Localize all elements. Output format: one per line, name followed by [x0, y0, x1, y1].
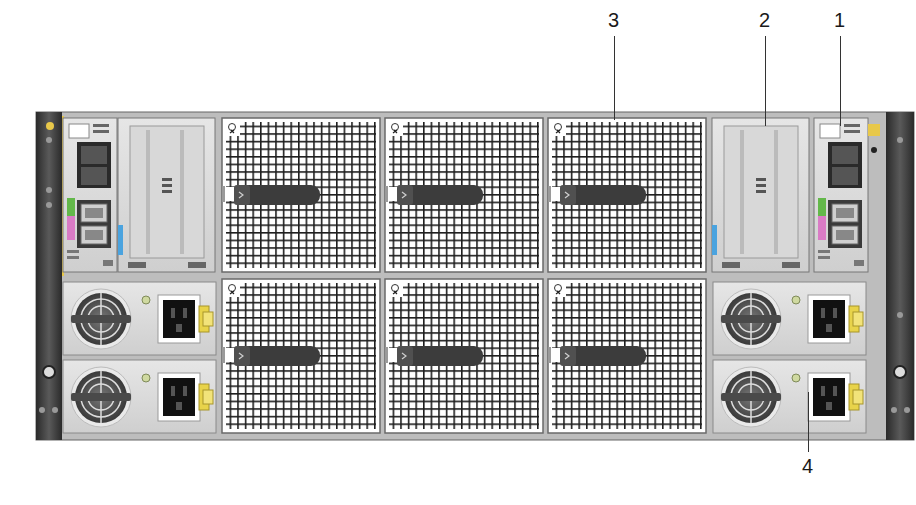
illustration-part	[548, 118, 706, 272]
module-right	[712, 118, 809, 272]
illustration-part	[713, 282, 866, 355]
illustration-part	[46, 137, 52, 143]
illustration-part	[891, 407, 897, 413]
illustration-part	[222, 118, 380, 272]
illustration-part	[894, 366, 906, 378]
callout-number: 1	[833, 10, 846, 30]
illustration-part	[897, 312, 903, 318]
illustration-part	[712, 118, 809, 272]
callout-number: 2	[758, 10, 771, 30]
illustration-part	[897, 137, 903, 143]
illustration-part	[713, 360, 866, 433]
illustration-part	[904, 407, 910, 413]
illustration-part	[63, 282, 216, 355]
illustration-part	[868, 124, 880, 136]
illustration-part	[886, 112, 914, 440]
chassis	[36, 112, 914, 440]
illustration-part	[712, 225, 717, 255]
leader-lines	[615, 36, 841, 452]
controller-right	[814, 118, 880, 272]
illustration-part	[36, 112, 914, 440]
controller-left	[63, 118, 117, 272]
illustration-part	[46, 187, 52, 193]
illustration-part	[39, 407, 45, 413]
illustration-part	[385, 279, 543, 433]
illustration-part	[52, 407, 58, 413]
illustration-part	[46, 122, 54, 130]
illustration-part	[43, 366, 55, 378]
illustration-part	[63, 118, 117, 272]
illustration-part	[63, 360, 216, 433]
callout-number: 4	[801, 456, 814, 476]
illustration-part	[36, 112, 62, 440]
illustration-part	[871, 147, 877, 153]
power-supplies	[63, 282, 866, 433]
illustration-part	[118, 118, 215, 272]
illustration-part	[46, 202, 52, 208]
illustration-part	[765, 36, 766, 126]
illustration-part	[808, 392, 809, 452]
illustration-part	[614, 36, 615, 120]
illustration-part	[814, 118, 868, 272]
illustration-part	[840, 36, 841, 126]
illustration-part	[548, 279, 706, 433]
illustration-part	[385, 118, 543, 272]
module-left	[118, 118, 215, 272]
fan-modules	[222, 118, 706, 433]
illustration-part	[118, 225, 123, 255]
callout-number: 3	[607, 10, 620, 30]
illustration-part	[222, 279, 380, 433]
